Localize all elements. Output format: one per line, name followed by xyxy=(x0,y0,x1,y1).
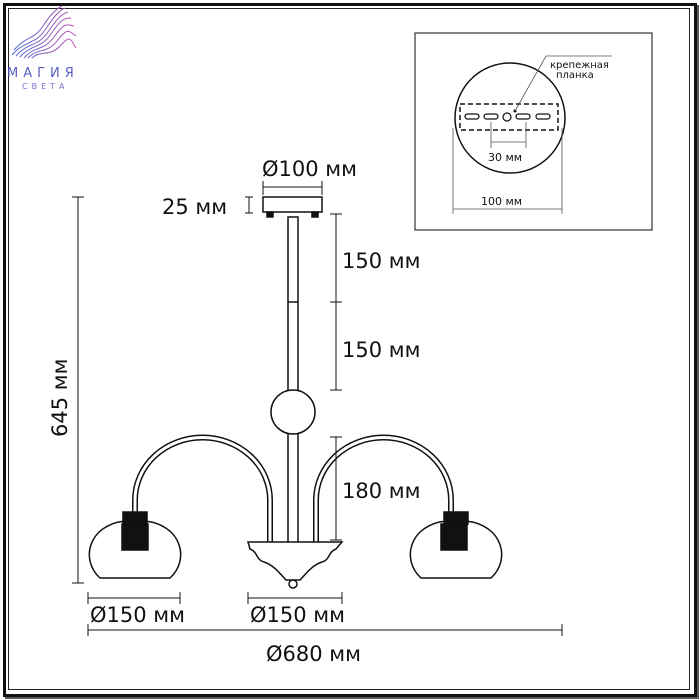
rod-upper-label: 150 мм xyxy=(342,249,420,273)
canopy-diameter-label: Ø100 мм xyxy=(262,157,357,181)
total-height-label: 645 мм xyxy=(48,359,72,437)
rod xyxy=(270,216,316,545)
logo-waves-icon xyxy=(11,5,77,59)
inner-frame xyxy=(8,8,690,690)
shade-diameter-label: Ø150 мм xyxy=(90,603,185,627)
bowl-diameter-label: Ø150 мм xyxy=(250,603,345,627)
canopy-diameter-dimension xyxy=(245,181,323,214)
arm-height-label: 180 мм xyxy=(342,479,420,503)
plate-diameter-label: 100 мм xyxy=(481,195,522,208)
hole-spacing-label: 30 мм xyxy=(488,151,522,164)
bottom-dimension-lines xyxy=(87,592,563,636)
canopy-height-label: 25 мм xyxy=(162,195,227,219)
outer-frame xyxy=(3,3,697,697)
mounting-inset xyxy=(414,32,653,231)
left-lamp-shade xyxy=(88,511,182,579)
canopy xyxy=(262,196,323,218)
logo-subtext: СВЕТА xyxy=(22,82,69,91)
bracket-label-line1: крепежная xyxy=(550,60,609,71)
right-lamp-shade xyxy=(409,511,503,579)
center-bowl xyxy=(247,541,344,589)
bracket-label-line2: планка xyxy=(556,70,594,81)
total-height-dimension xyxy=(72,196,84,584)
total-width-label: Ø680 мм xyxy=(266,642,361,666)
rod-lower-label: 150 мм xyxy=(342,338,420,362)
rod-dimension-lines xyxy=(330,213,342,541)
logo-text: МАГИЯ xyxy=(7,66,79,81)
